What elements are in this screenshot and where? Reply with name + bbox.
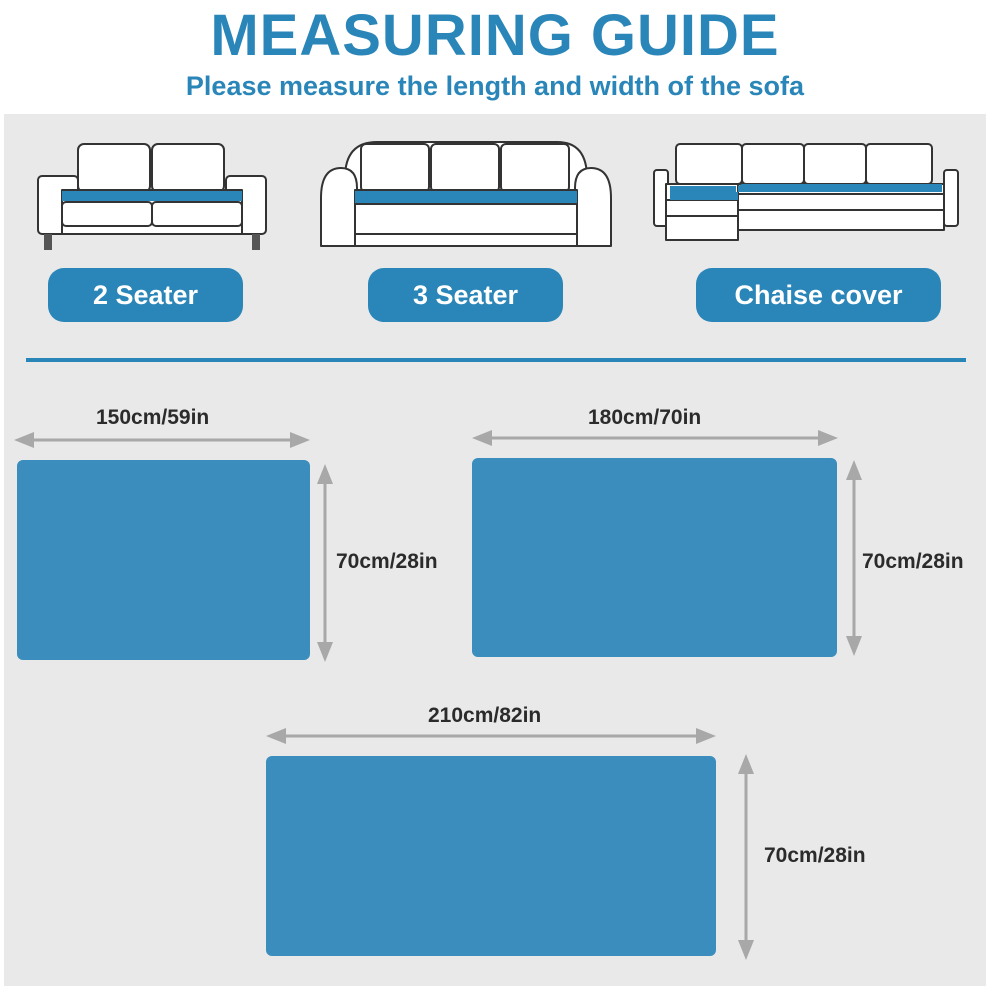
three-seater-width-label: 180cm/70in — [588, 406, 702, 429]
two-seater-width-label: 150cm/59in — [96, 406, 210, 429]
three-seater-height-label: 70cm/28in — [862, 550, 964, 573]
section-divider — [26, 358, 966, 362]
chaise-cover-label: Chaise cover — [696, 268, 941, 322]
two-seater-label: 2 Seater — [48, 268, 243, 322]
two-seater-width-arrow — [14, 432, 310, 448]
three-seater-sofa-icon — [320, 141, 612, 247]
guide-panel: 2 Seater 3 Seater Ch — [4, 114, 986, 986]
three-seater-label: 3 Seater — [368, 268, 563, 322]
chaise-sofa-icon — [653, 143, 959, 241]
header: MEASURING GUIDE Please measure the lengt… — [0, 0, 990, 114]
two-seater-height-label: 70cm/28in — [336, 550, 438, 573]
three-seater-width-arrow — [472, 430, 838, 446]
two-seater-height-arrow — [317, 464, 333, 662]
chaise-height-label: 70cm/28in — [764, 844, 866, 867]
two-seater-sofa-icon — [37, 143, 267, 250]
page-subtitle: Please measure the length and width of t… — [185, 71, 805, 101]
two-seater-cover-shape — [17, 460, 310, 660]
chaise-width-arrow — [266, 728, 716, 744]
three-seater-height-arrow — [846, 460, 862, 656]
page-title: MEASURING GUIDE — [210, 3, 780, 68]
chaise-width-label: 210cm/82in — [428, 704, 542, 727]
chaise-cover-shape — [266, 756, 716, 956]
three-seater-cover-shape — [472, 458, 837, 657]
chaise-height-arrow — [738, 754, 754, 960]
